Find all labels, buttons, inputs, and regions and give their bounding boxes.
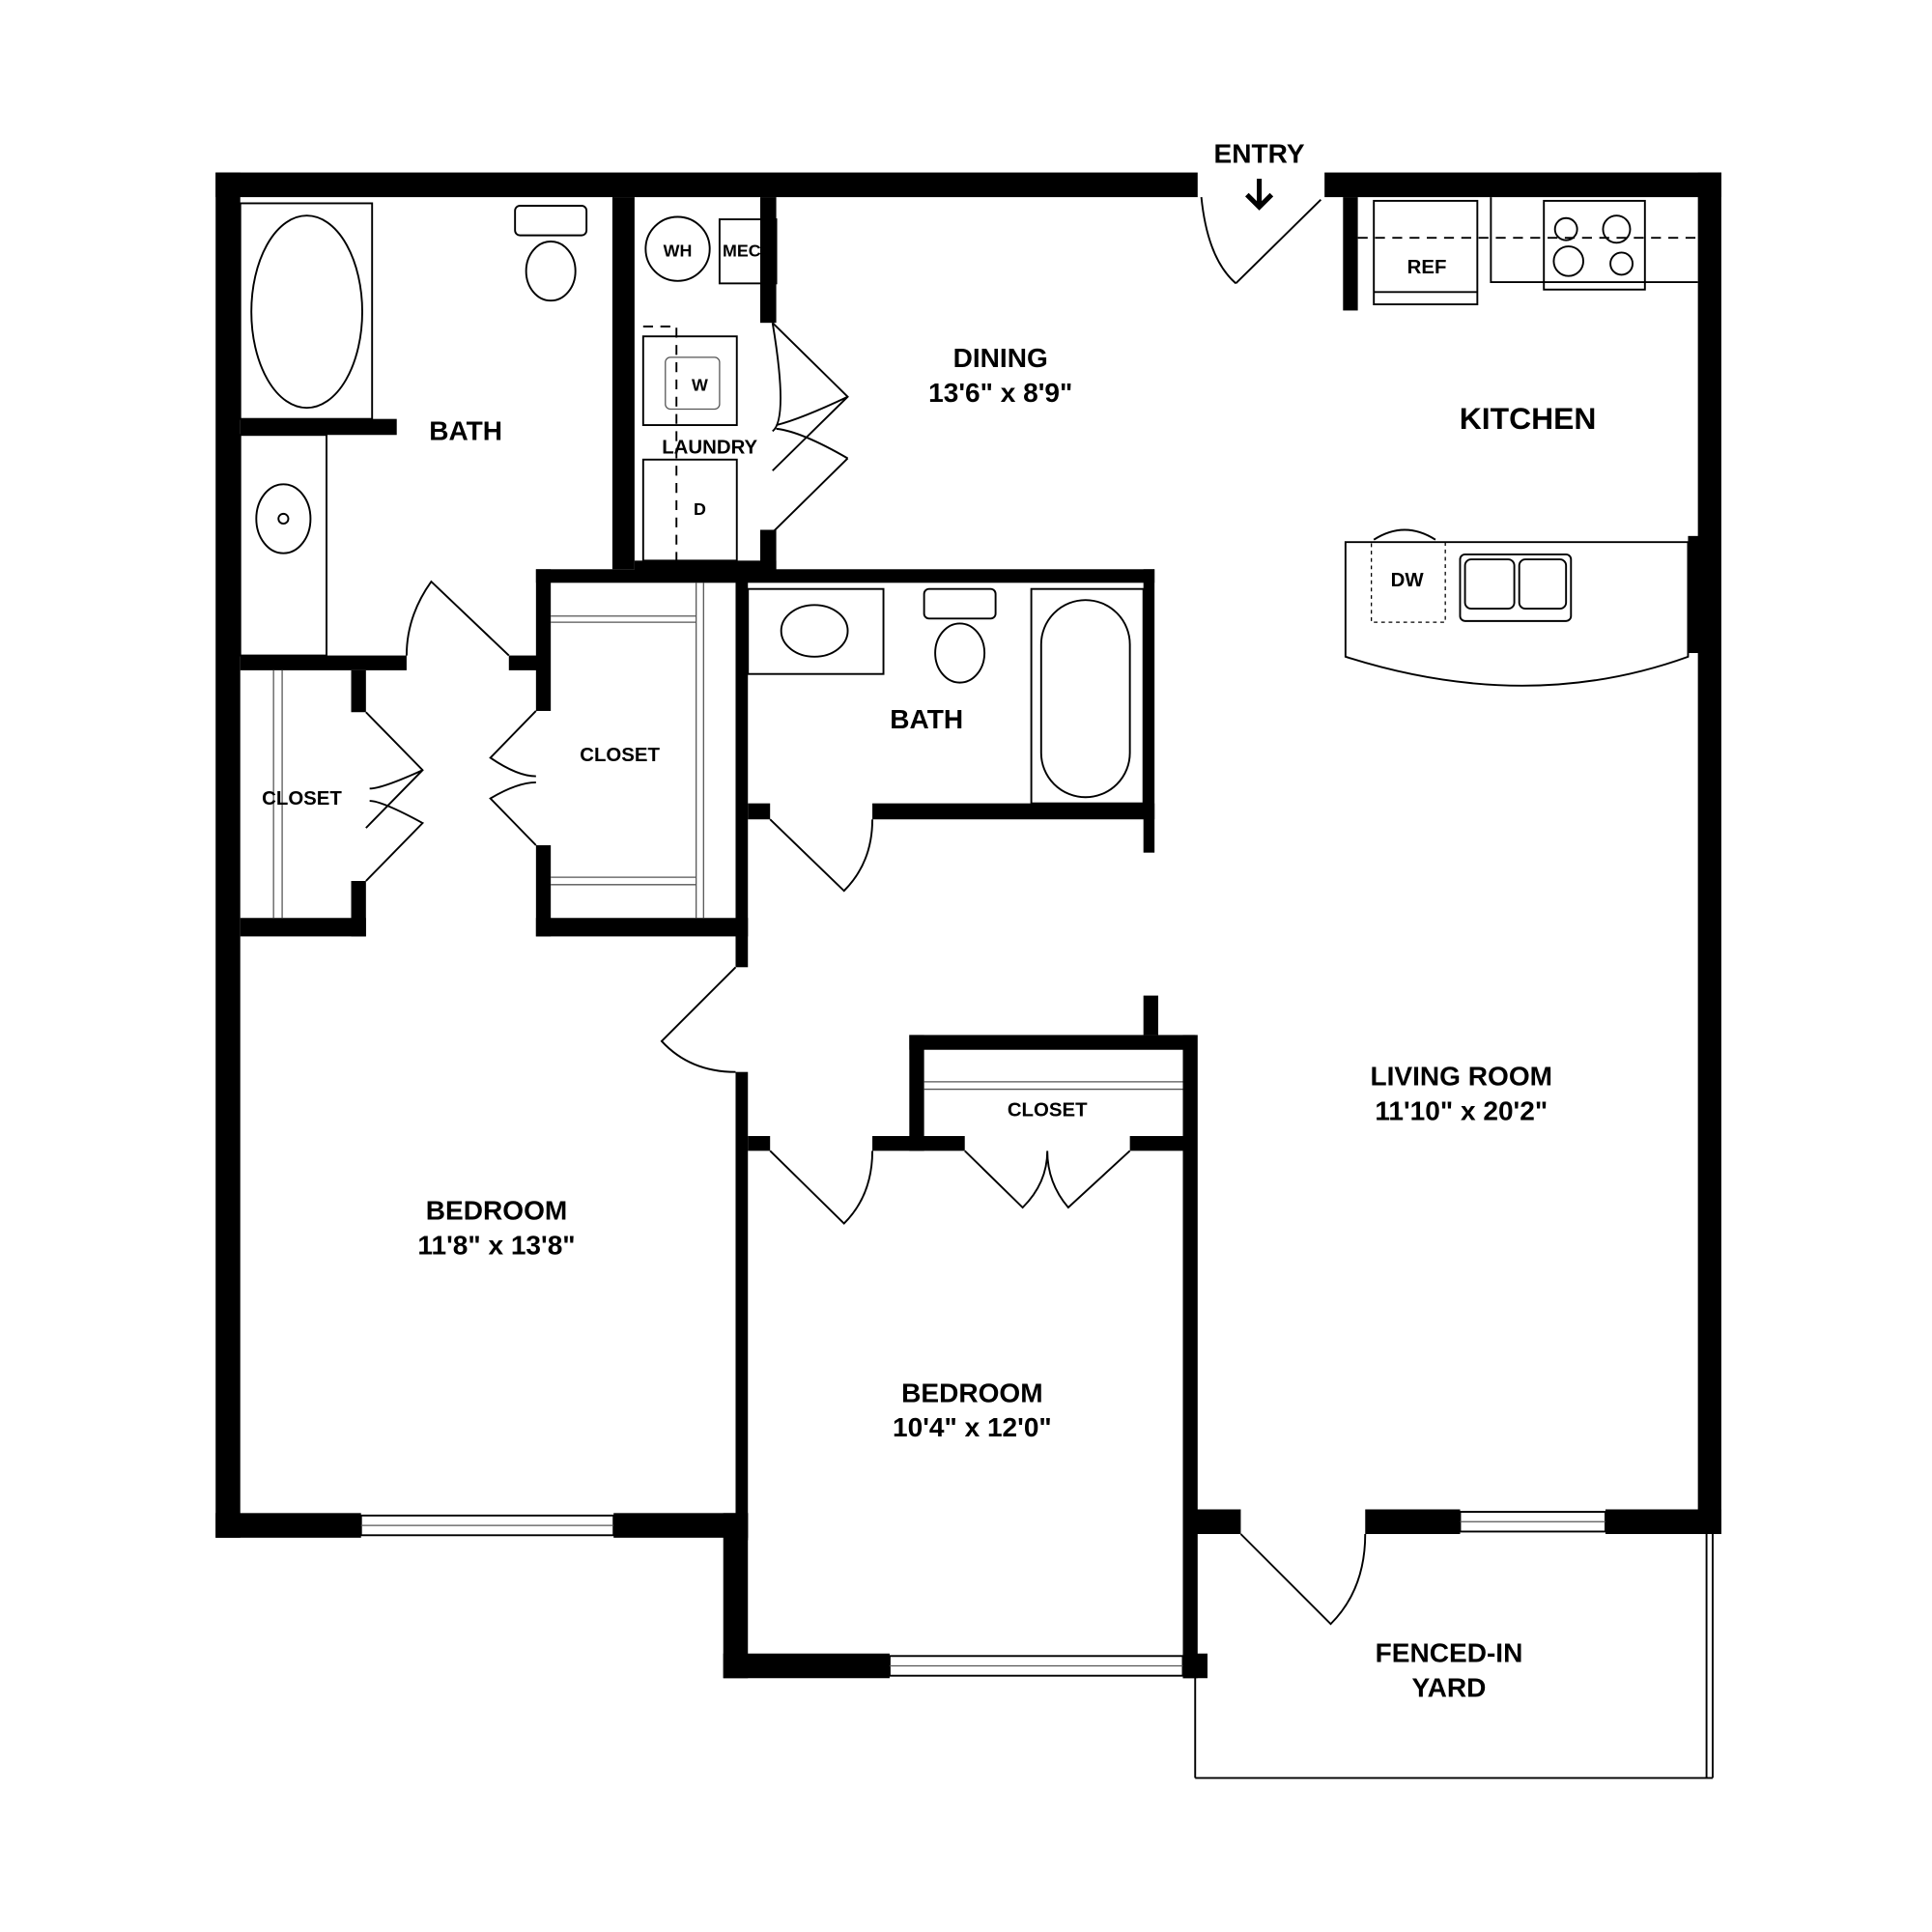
range-icon — [1543, 199, 1646, 291]
refrigerator-icon — [1373, 199, 1479, 306]
dining-size: 13'6" x 8'9" — [928, 378, 1072, 408]
dishwasher-icon — [1371, 541, 1446, 623]
bathtub-icon — [250, 214, 363, 410]
sink-icon — [780, 604, 849, 658]
yard-label-line1: FENCED-IN — [1376, 1638, 1523, 1668]
entry-arrow-icon — [1245, 178, 1274, 211]
yard-label-line2: YARD — [1412, 1672, 1487, 1702]
bathtub-icon — [1039, 599, 1131, 799]
entry-label: ENTRY — [1214, 138, 1305, 168]
bedroom1-size: 11'8" x 13'8" — [417, 1230, 575, 1260]
laundry-fixtures — [641, 215, 778, 562]
toilet-tank-icon — [923, 587, 997, 620]
dryer-label: D — [694, 499, 706, 519]
wh-label: WH — [664, 241, 693, 260]
master-bath-label: BATH — [429, 415, 502, 445]
water-heater-icon — [644, 215, 711, 282]
walls — [215, 172, 1721, 1679]
closet-shelves — [272, 582, 1183, 1091]
kitchen-sink-icon — [1459, 554, 1573, 622]
toilet-icon — [934, 622, 986, 684]
closet-mid-label: CLOSET — [580, 745, 660, 766]
bedroom1-label: BEDROOM — [426, 1196, 567, 1226]
toilet-icon — [525, 241, 577, 302]
yard-fence — [1194, 1534, 1714, 1779]
doors[interactable] — [365, 196, 1367, 1626]
dw-label: DW — [1391, 570, 1425, 591]
ref-label: REF — [1407, 257, 1447, 278]
windows — [359, 1511, 1606, 1677]
washer-label: W — [692, 375, 708, 394]
bedroom2-size: 10'4" x 12'0" — [893, 1412, 1052, 1442]
closet-bed2-label: CLOSET — [1008, 1100, 1088, 1122]
bedroom2-label: BEDROOM — [901, 1378, 1042, 1408]
toilet-tank-icon — [514, 205, 588, 237]
living-size: 11'10" x 20'2" — [1375, 1095, 1548, 1125]
mech-label: MECH — [723, 241, 774, 260]
living-label: LIVING ROOM — [1370, 1062, 1552, 1092]
master-bath-fixtures — [239, 202, 588, 657]
labels: ENTRY DINING 13'6" x 8'9" KITCHEN BATH B… — [262, 138, 1596, 1702]
dryer-icon — [641, 458, 738, 562]
bath2-fixtures — [747, 587, 1145, 805]
washer-icon — [641, 335, 738, 427]
kitchen-label: KITCHEN — [1460, 401, 1597, 436]
kitchen-island — [1344, 541, 1690, 687]
kitchen-fixtures — [1344, 197, 1698, 687]
sink-icon — [255, 483, 312, 554]
bath2-label: BATH — [890, 704, 963, 734]
laundry-label: LAUNDRY — [662, 437, 757, 458]
closet-left-label: CLOSET — [262, 788, 342, 810]
dining-label: DINING — [953, 343, 1048, 373]
